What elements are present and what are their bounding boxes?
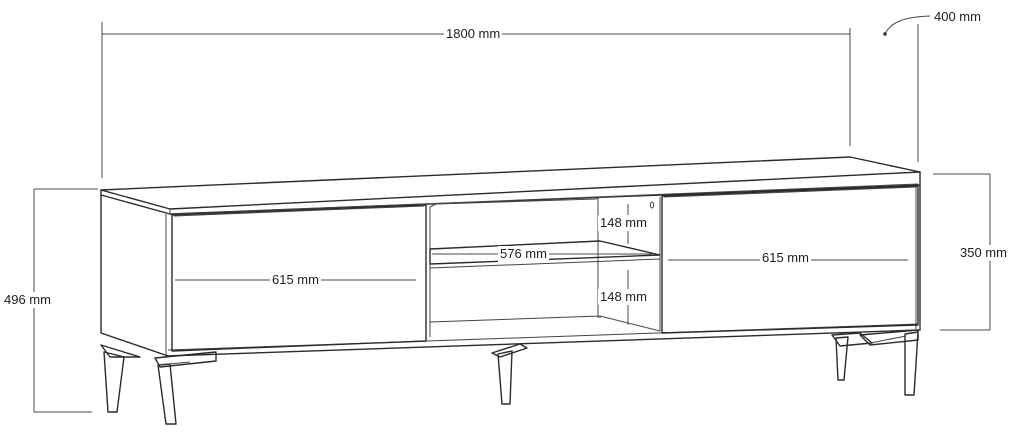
- front-left-leg: [154, 351, 217, 425]
- back-right-leg: [859, 329, 919, 396]
- shelf-width-label: 576 mm: [498, 246, 549, 262]
- total-height-label: 496 mm: [2, 292, 53, 308]
- back-left-leg: [100, 344, 141, 413]
- left-door-width-label: 615 mm: [270, 272, 321, 288]
- upper-compartment-height-label: 148 mm: [598, 215, 649, 231]
- cabinet-legs: [100, 329, 919, 425]
- lower-compartment-height-label: 148 mm: [598, 289, 649, 305]
- width-dimension: [101, 22, 851, 178]
- width-label: 1800 mm: [444, 26, 503, 42]
- middle-leg: [491, 343, 528, 405]
- depth-label: 400 mm: [932, 9, 983, 25]
- body-height-label: 350 mm: [958, 245, 1009, 261]
- right-door-width-label: 615 mm: [760, 250, 811, 266]
- depth-dimension: [883, 15, 931, 162]
- cabinet-body: [100, 156, 921, 357]
